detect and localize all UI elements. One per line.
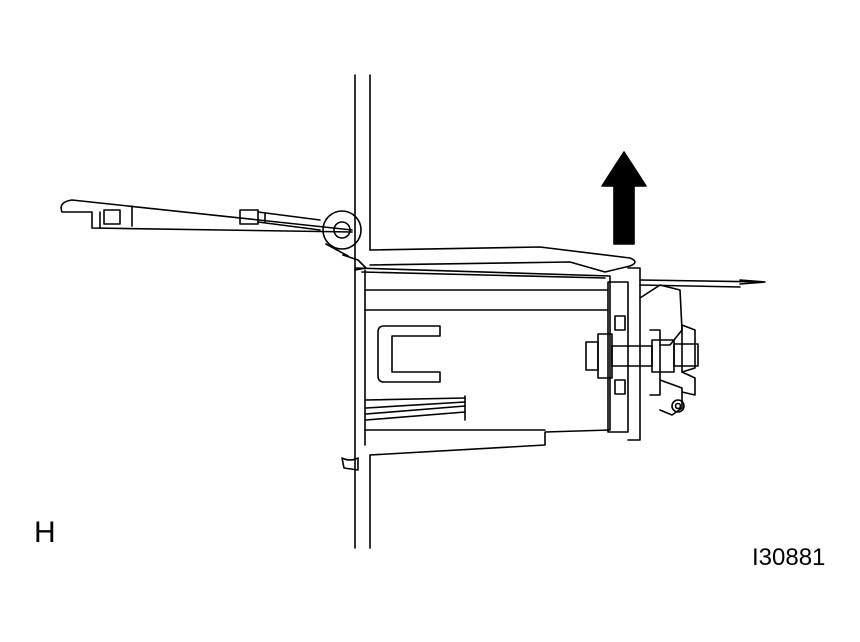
panel-label: H	[34, 516, 56, 549]
rib-lines	[366, 396, 465, 420]
cover-plate	[343, 247, 635, 278]
hinged-flap	[61, 200, 352, 232]
housing-box	[342, 268, 610, 470]
bolt	[586, 334, 698, 378]
arrow-up-icon	[602, 152, 646, 244]
figure-id: I30881	[752, 544, 826, 571]
u-slot	[378, 326, 440, 382]
vertical-panel	[355, 75, 370, 548]
hinge-roller	[323, 211, 361, 256]
bracket-assembly	[608, 268, 765, 440]
